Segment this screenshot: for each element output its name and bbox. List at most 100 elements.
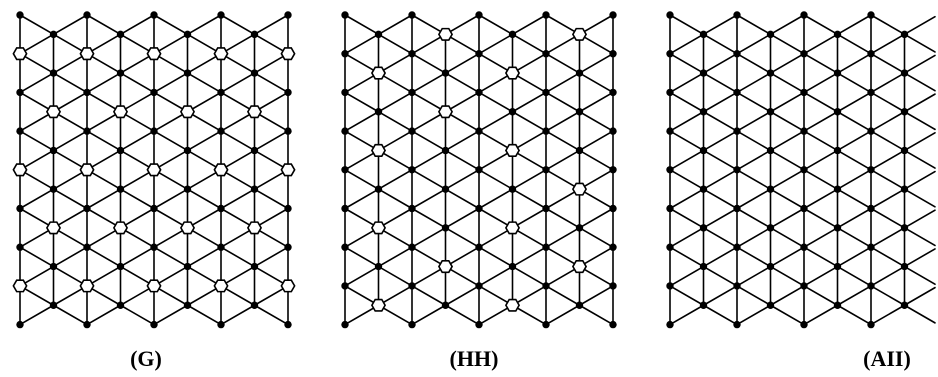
lattice-site-dot-icon xyxy=(49,69,58,77)
lattice-bond xyxy=(377,188,413,210)
lattice-sites xyxy=(16,11,292,329)
lattice-site-dot-icon xyxy=(733,204,741,213)
lattice-bond xyxy=(52,188,88,210)
marked-site-hexagon-icon xyxy=(12,279,28,293)
lattice-site-dot-icon xyxy=(800,204,808,213)
lattice-bond xyxy=(769,169,805,190)
lattice-bond xyxy=(702,246,738,268)
lattice-bond xyxy=(702,285,738,307)
lattice-site-dot-icon xyxy=(666,50,674,58)
lattice-bond xyxy=(669,33,705,55)
lattice-site-dot-icon xyxy=(150,11,158,19)
lattice-bond xyxy=(870,285,906,307)
lattice-bond xyxy=(52,72,88,94)
lattice-bond xyxy=(19,72,55,94)
lattice-bond xyxy=(545,72,581,94)
lattice-bond xyxy=(377,110,413,132)
lattice-site-dot-icon xyxy=(609,88,617,97)
lattice-site-dot-icon xyxy=(508,108,517,116)
lattice-site-dot-icon xyxy=(475,204,483,213)
lattice-bond xyxy=(52,130,88,152)
lattice-bond xyxy=(803,246,839,268)
lattice-bond xyxy=(545,285,581,307)
lattice-site-dot-icon xyxy=(833,69,842,77)
lattice-site-dot-icon xyxy=(475,127,483,135)
lattice-bond xyxy=(903,170,936,190)
lattice-site-dot-icon xyxy=(699,262,708,271)
lattice-bond xyxy=(444,169,480,190)
lattice-bond xyxy=(736,304,772,326)
lattice-bond xyxy=(702,14,738,36)
lattice-bond xyxy=(478,265,514,287)
lattice-bond xyxy=(769,265,805,287)
lattice-bond xyxy=(578,130,614,152)
lattice-bond xyxy=(669,169,705,190)
lattice-bond xyxy=(19,304,55,326)
lattice-bond xyxy=(736,227,772,248)
lattice-bond xyxy=(769,149,805,171)
marked-site-hexagon-icon xyxy=(246,105,263,119)
lattice-site-dot-icon xyxy=(83,204,91,213)
lattice-bond xyxy=(803,33,839,55)
lattice-site-dot-icon xyxy=(900,262,909,271)
lattice-site-dot-icon xyxy=(900,108,909,116)
marked-site-hexagon-icon xyxy=(146,163,162,177)
lattice-site-dot-icon xyxy=(284,320,292,329)
lattice-sites xyxy=(341,11,617,329)
lattice-site-dot-icon xyxy=(250,69,259,77)
lattice-bond xyxy=(511,14,547,36)
lattice-bond xyxy=(545,52,581,74)
marked-site-hexagon-icon xyxy=(213,279,229,293)
lattice-bond xyxy=(736,169,772,190)
lattice-bond xyxy=(545,110,581,132)
lattice-site-dot-icon xyxy=(609,243,617,251)
lattice-bond xyxy=(736,246,772,268)
lattice-bond xyxy=(578,110,614,132)
lattice-bond xyxy=(903,286,936,307)
lattice-bond xyxy=(344,169,380,190)
lattice-site-dot-icon xyxy=(284,243,292,251)
lattice-bond xyxy=(411,304,447,326)
lattice-bond xyxy=(119,188,155,210)
lattice-site-dot-icon xyxy=(83,127,91,135)
lattice-site-dot-icon xyxy=(609,282,617,290)
marked-sites xyxy=(12,47,296,293)
lattice-site-dot-icon xyxy=(833,146,842,155)
lattice-site-dot-icon xyxy=(408,11,416,19)
lattice-site-dot-icon xyxy=(217,88,225,97)
lattice-site-dot-icon xyxy=(475,243,483,251)
lattice-site-dot-icon xyxy=(766,185,775,193)
marked-site-hexagon-icon xyxy=(370,143,387,157)
lattice-bond xyxy=(186,246,222,268)
lattice-bond xyxy=(153,130,189,152)
lattice-site-dot-icon xyxy=(284,204,292,213)
lattice-site-dot-icon xyxy=(83,320,91,329)
lattice-site-dot-icon xyxy=(900,30,909,39)
lattice-bond xyxy=(153,72,189,94)
lattice-site-dot-icon xyxy=(341,243,349,251)
lattice-bond xyxy=(444,188,480,210)
lattice-bond xyxy=(702,304,738,326)
lattice-site-dot-icon xyxy=(575,146,584,155)
lattice-bond xyxy=(870,265,906,287)
lattice-site-dot-icon xyxy=(475,50,483,58)
lattice-bond xyxy=(836,227,872,248)
lattice-site-dot-icon xyxy=(766,69,775,77)
marked-site-hexagon-icon xyxy=(504,66,521,80)
lattice-site-dot-icon xyxy=(575,301,584,309)
lattice-site-dot-icon xyxy=(900,185,909,193)
lattice-bond xyxy=(769,110,805,132)
lattice-bond xyxy=(377,14,413,36)
lattice-site-dot-icon xyxy=(116,30,125,39)
lattice-site-dot-icon xyxy=(116,146,125,155)
lattice-bond xyxy=(803,130,839,152)
lattice-bond xyxy=(803,304,839,326)
marked-site-hexagon-icon xyxy=(437,260,454,274)
lattice-site-dot-icon xyxy=(699,185,708,193)
lattice-site-dot-icon xyxy=(609,127,617,135)
lattice-bond xyxy=(702,91,738,113)
lattice-bond xyxy=(377,91,413,113)
lattice-site-dot-icon xyxy=(408,166,416,174)
lattice-bond xyxy=(119,246,155,268)
